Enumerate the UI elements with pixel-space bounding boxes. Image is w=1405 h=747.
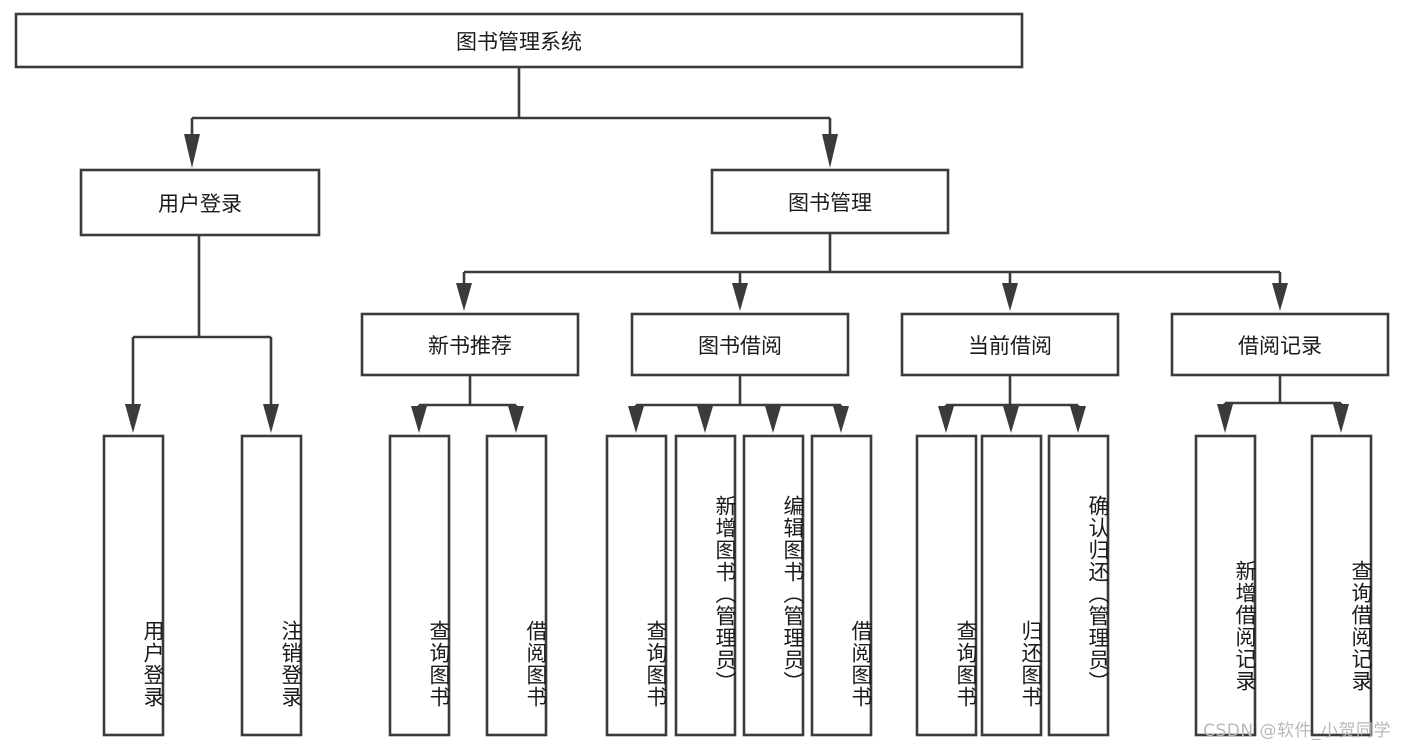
node-leaf-add-record[interactable] bbox=[1194, 434, 1257, 737]
node-leaf-query-book-3[interactable] bbox=[915, 434, 978, 737]
connector-newbookrec-to-leaves bbox=[411, 375, 524, 433]
connector-currentborrow-to-leaves bbox=[938, 375, 1086, 433]
connector-root-to-bus bbox=[184, 67, 838, 168]
node-leaf-edit-book[interactable] bbox=[742, 434, 805, 737]
node-leaf-borrow-book-1[interactable] bbox=[485, 434, 548, 737]
connector-userlogin-to-leaves bbox=[125, 235, 279, 433]
node-leaf-add-book[interactable] bbox=[674, 434, 737, 737]
connector-bookborrow-to-leaves bbox=[628, 375, 849, 433]
node-leaf-confirm-return[interactable] bbox=[1047, 434, 1110, 737]
node-borrow-record[interactable] bbox=[1170, 312, 1390, 377]
node-leaf-query-book-1[interactable] bbox=[388, 434, 451, 737]
node-leaf-query-book-2[interactable] bbox=[605, 434, 668, 737]
node-root[interactable] bbox=[14, 12, 1024, 69]
node-leaf-borrow-book-2[interactable] bbox=[810, 434, 873, 737]
node-leaf-return-book[interactable] bbox=[980, 434, 1043, 737]
node-leaf-user-login[interactable] bbox=[102, 434, 165, 737]
node-book-borrow[interactable] bbox=[630, 312, 850, 377]
node-current-borrow[interactable] bbox=[900, 312, 1120, 377]
node-leaf-logout-login[interactable] bbox=[240, 434, 303, 737]
node-book-manage[interactable] bbox=[710, 168, 950, 235]
node-leaf-query-record[interactable] bbox=[1310, 434, 1373, 737]
node-new-book-rec[interactable] bbox=[360, 312, 580, 377]
connector-bookmanage-to-level3 bbox=[456, 233, 1288, 311]
connector-borrowrecord-to-leaves bbox=[1217, 375, 1349, 433]
node-user-login[interactable] bbox=[79, 168, 321, 237]
